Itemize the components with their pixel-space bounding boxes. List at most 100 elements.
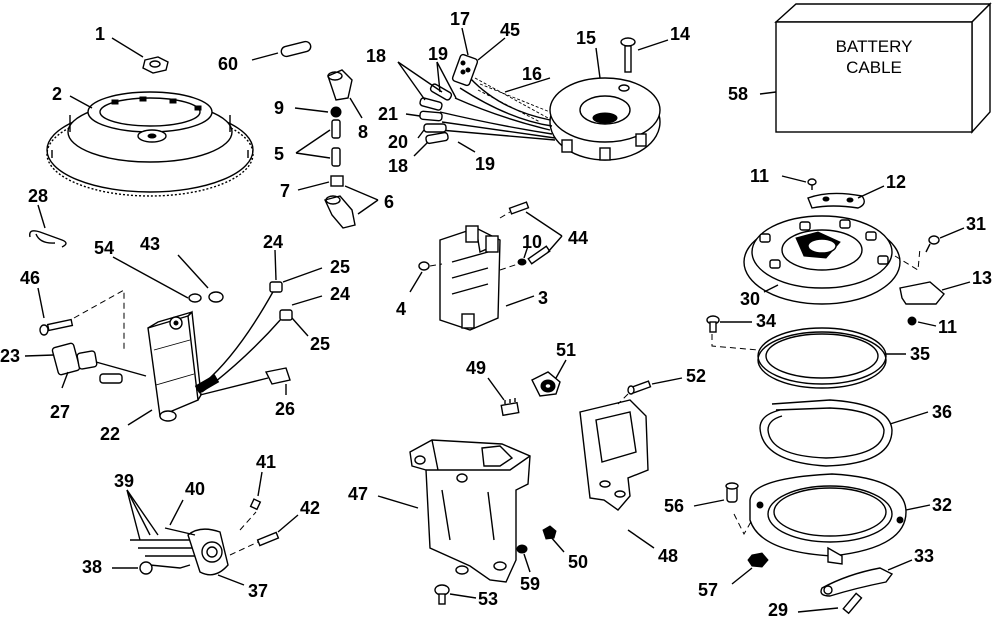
leader-11a: [781, 175, 807, 183]
screw-11-top: [807, 178, 817, 190]
washer-4: [418, 261, 430, 271]
callout-49: 49: [466, 358, 486, 378]
callout-60: 60: [218, 54, 238, 74]
callout-9: 9: [274, 98, 284, 118]
leader-36: [889, 411, 929, 425]
callout-22: 22: [100, 424, 120, 444]
screw-53: [434, 584, 450, 605]
leader-11b: [917, 321, 937, 327]
callout-23: 23: [0, 346, 20, 366]
dash-56: [733, 513, 753, 536]
leader-18c: [413, 141, 429, 157]
callout-11b: 11: [938, 317, 957, 337]
leader-29: [797, 607, 839, 613]
callout-8: 8: [358, 122, 368, 142]
callout-1: 1: [95, 24, 105, 44]
callout-58: 58: [728, 84, 748, 104]
washer-10: [517, 258, 527, 266]
leader-43: [177, 254, 209, 289]
stator: [549, 77, 661, 161]
callout-24a: 24: [263, 232, 283, 252]
callout-18a: 18: [366, 46, 386, 66]
callout-21: 21: [378, 104, 398, 124]
screw-41: [249, 498, 262, 511]
leader-41: [257, 471, 263, 497]
callout-47: 47: [348, 484, 368, 504]
callout-46: 46: [20, 268, 40, 288]
leader-59: [523, 553, 531, 573]
callout-27: 27: [50, 402, 70, 422]
leader-17: [461, 27, 469, 56]
callout-33: 33: [914, 546, 934, 566]
callout-41: 41: [256, 452, 276, 472]
bracket-47: [409, 439, 531, 583]
battery-cable-box: BATTERY CABLE: [774, 2, 992, 134]
callout-53: 53: [478, 589, 498, 609]
callout-10: 10: [522, 232, 542, 252]
plate-48: [579, 399, 649, 511]
callout-42: 42: [300, 498, 320, 518]
leader-19b: [436, 61, 457, 99]
callout-44: 44: [568, 228, 588, 248]
callout-40: 40: [185, 479, 205, 499]
screw-44-top: [508, 201, 530, 215]
screw-52: [627, 380, 652, 395]
nut-57: [747, 552, 769, 568]
leader-18a: [397, 61, 426, 101]
leader-56: [693, 499, 725, 507]
callout-38: 38: [82, 557, 102, 577]
leader-24b: [291, 295, 323, 306]
leader-60: [251, 52, 279, 61]
leader-25a: [282, 267, 323, 283]
callout-11a: 11: [750, 166, 769, 186]
dash-34: [711, 334, 759, 351]
screw-42: [256, 531, 280, 547]
callout-45: 45: [500, 20, 520, 40]
battery-cable-line1: BATTERY: [836, 37, 913, 56]
leader-57: [731, 567, 753, 585]
callout-14: 14: [670, 24, 690, 44]
sleeve-27: [99, 373, 123, 384]
battery-cable-line2: CABLE: [846, 58, 902, 77]
leader-45: [477, 37, 506, 61]
leader-13: [941, 281, 971, 291]
elbow-fitting: [327, 69, 353, 101]
callout-28: 28: [28, 186, 48, 206]
leader-8: [349, 97, 363, 119]
callout-2: 2: [52, 84, 62, 104]
leader-32: [905, 504, 931, 511]
leader-14: [637, 39, 669, 51]
leader-25b: [291, 317, 309, 337]
callout-26: 26: [275, 399, 295, 419]
callout-32: 32: [932, 495, 952, 515]
screw-14: [620, 37, 636, 73]
leader-42: [277, 514, 299, 533]
callout-18b: 18: [388, 156, 408, 176]
grommet-51: [531, 371, 561, 397]
leader-33: [887, 559, 913, 571]
screw-11-bottom: [907, 316, 917, 326]
callout-31: 31: [966, 214, 986, 234]
elbow-6: [324, 195, 356, 229]
callout-20: 20: [388, 132, 408, 152]
leader-48: [627, 529, 655, 549]
rectifier-37: [187, 528, 229, 576]
callout-13: 13: [972, 268, 992, 288]
leader-23: [24, 354, 55, 357]
fitting-7: [330, 175, 344, 187]
bracket-13: [899, 281, 945, 305]
stator-harness: [419, 53, 556, 145]
callout-5: 5: [274, 144, 284, 164]
hose: [280, 40, 312, 58]
screw-31: [925, 235, 940, 253]
leader-7: [297, 181, 330, 191]
dash-31: [894, 247, 921, 271]
leader-44a: [525, 211, 563, 237]
nut-50: [542, 525, 557, 540]
callout-54: 54: [94, 238, 114, 258]
callout-29: 29: [768, 600, 788, 620]
power-pack: [147, 310, 202, 422]
lockwasher-43: [208, 291, 224, 303]
ignition-coil: [439, 225, 501, 331]
